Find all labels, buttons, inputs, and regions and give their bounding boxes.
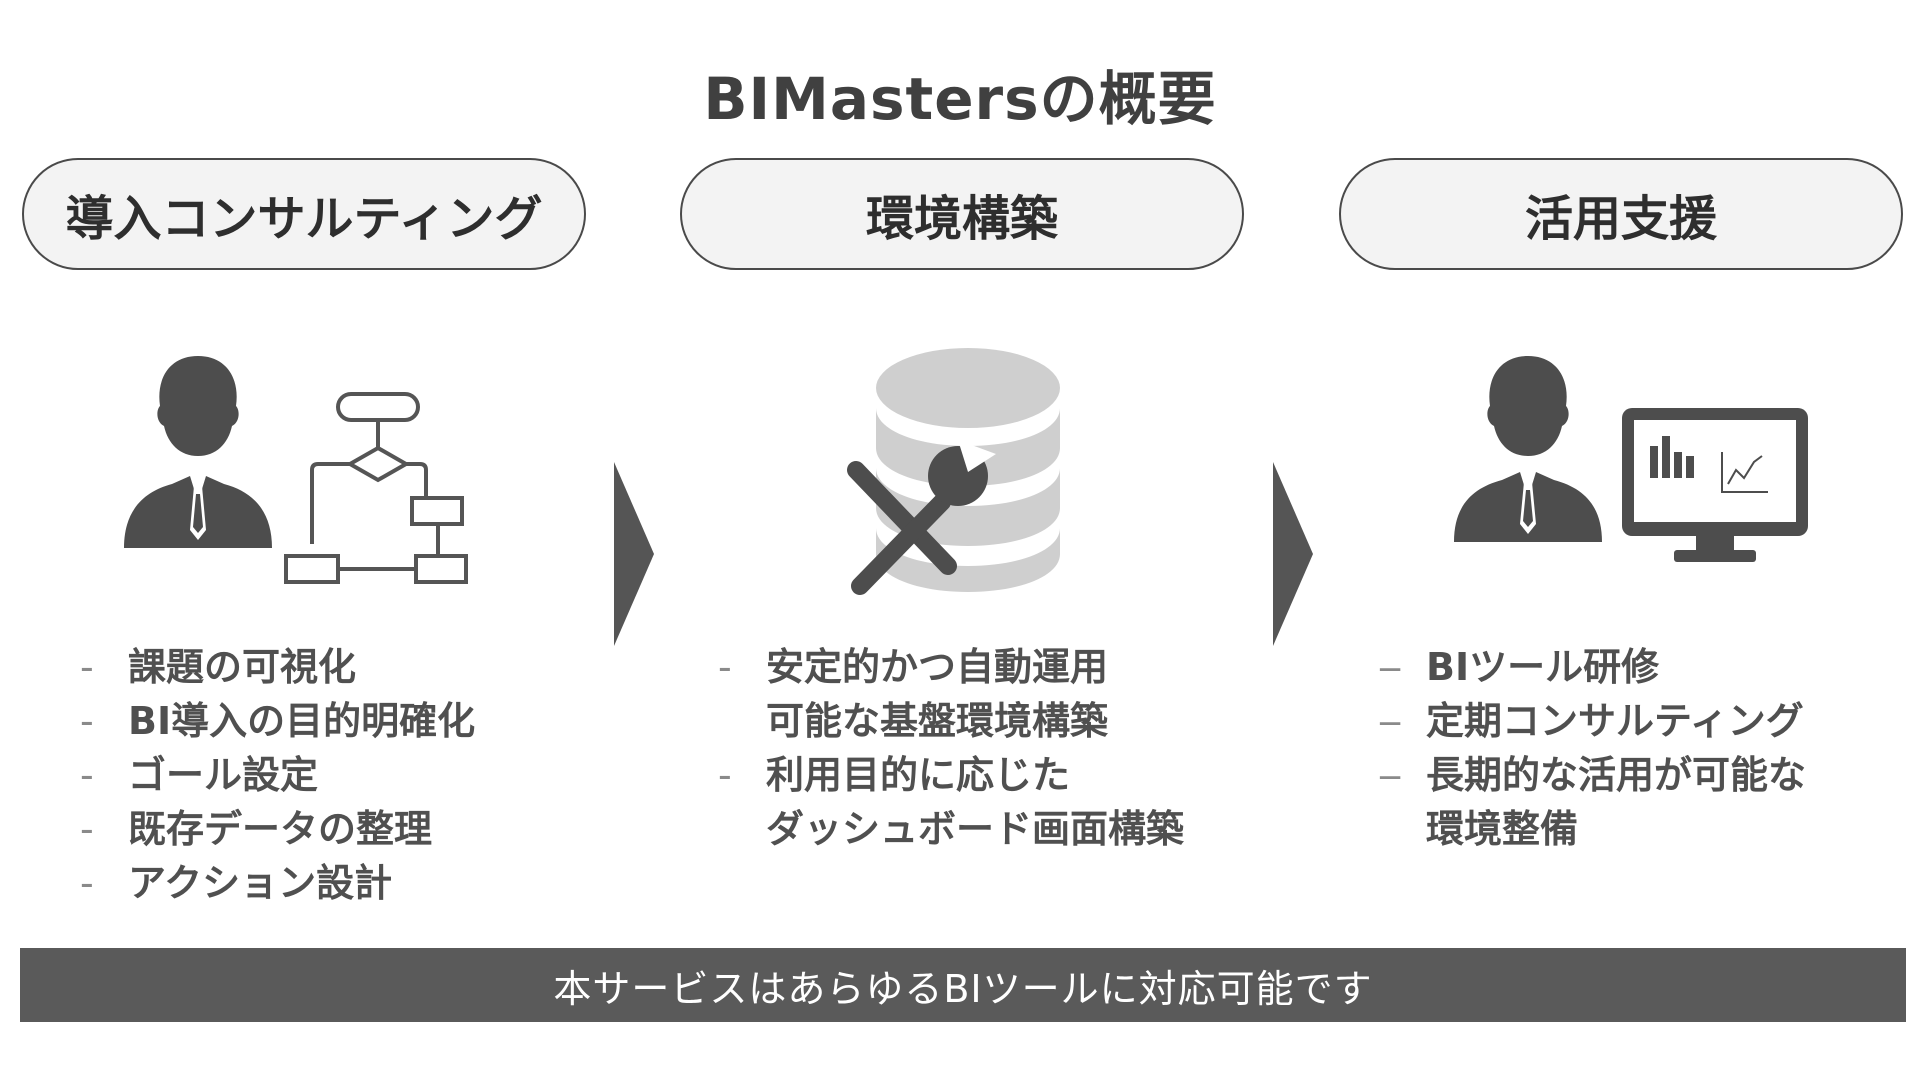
environment-list: -安定的かつ自動運用可能な基盤環境構築 -利用目的に応じたダッシュボード画面構築	[718, 640, 1184, 856]
arrow-right-icon	[1273, 462, 1313, 646]
list-item: -既存データの整理	[80, 807, 433, 851]
list-item: -BI導入の目的明確化	[80, 699, 476, 743]
pill-consulting: 導入コンサルティング	[22, 158, 586, 270]
list-item: -課題の可視化	[80, 645, 357, 689]
list-item: ‒長期的な活用が可能な環境整備	[1378, 753, 1807, 851]
diagram-title: BIMastersの概要	[703, 65, 1217, 133]
footer-banner: 本サービスはあらゆるBIツールに対応可能です	[20, 948, 1906, 1022]
list-item: -アクション設計	[80, 861, 393, 905]
consulting-list: -課題の可視化 -BI導入の目的明確化 -ゴール設定 -既存データの整理 -アク…	[80, 640, 475, 910]
list-item: -安定的かつ自動運用可能な基盤環境構築	[718, 645, 1109, 743]
pill-utilization: 活用支援	[1339, 158, 1903, 270]
list-item: -ゴール設定	[80, 753, 319, 797]
list-item: -利用目的に応じたダッシュボード画面構築	[718, 753, 1185, 851]
list-item: ‒BIツール研修	[1378, 645, 1660, 689]
pill-environment: 環境構築	[680, 158, 1244, 270]
person-monitor-icon	[1454, 356, 1808, 562]
list-item: ‒定期コンサルティング	[1378, 699, 1804, 743]
utilization-list: ‒BIツール研修 ‒定期コンサルティング ‒長期的な活用が可能な環境整備	[1378, 640, 1806, 856]
person-flowchart-icon	[124, 356, 468, 584]
database-tools-icon	[847, 348, 1060, 595]
arrow-right-icon	[614, 462, 654, 646]
